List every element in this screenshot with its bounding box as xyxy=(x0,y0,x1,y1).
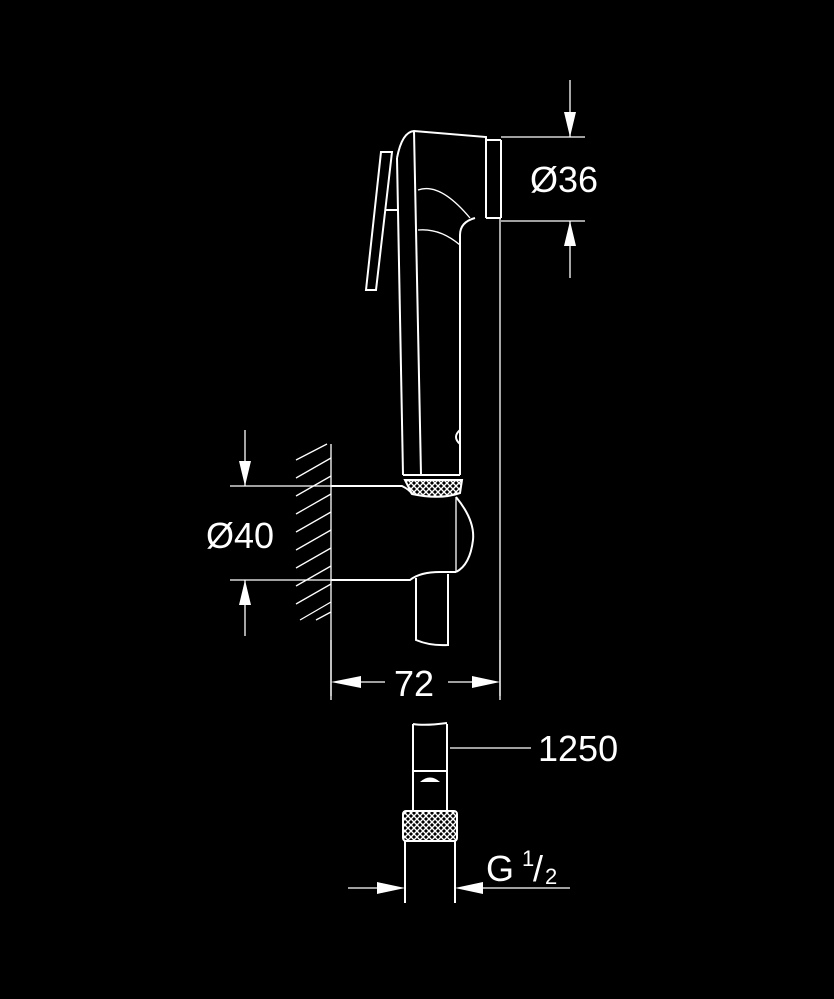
wall-holder xyxy=(331,485,475,647)
thread-denominator: 2 xyxy=(545,864,558,889)
hose-length-label: 1250 xyxy=(538,728,619,769)
wall-hatch xyxy=(295,443,332,700)
thread-slash: / xyxy=(533,848,544,889)
thread-letter: G xyxy=(486,848,515,889)
shower-head xyxy=(364,129,502,481)
dim-holder-diameter xyxy=(230,430,331,636)
thread-numerator: 1 xyxy=(522,846,535,871)
head-diameter-label: Ø36 xyxy=(530,159,599,200)
knurled-collar xyxy=(403,479,464,498)
dim-head-diameter xyxy=(501,80,585,278)
holder-diameter-label: Ø40 xyxy=(206,515,275,556)
dim-projection xyxy=(330,640,501,696)
dim-thread xyxy=(348,882,570,894)
hose-fitting xyxy=(402,722,458,903)
projection-label: 72 xyxy=(394,663,435,704)
